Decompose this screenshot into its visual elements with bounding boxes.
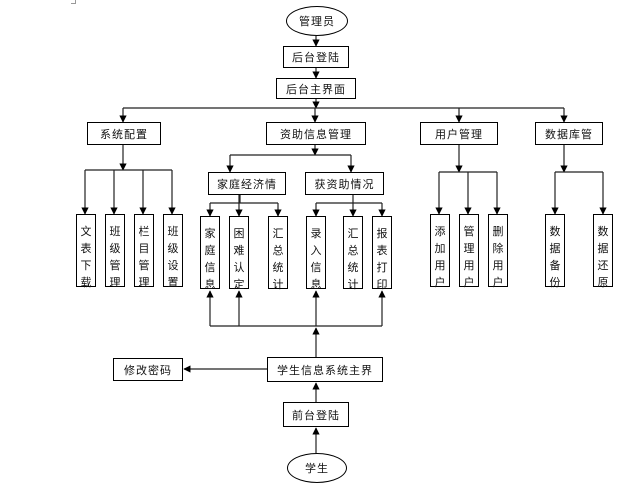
leaf-family-info: 家庭信息 <box>200 216 220 291</box>
leaf-char: 息 <box>204 278 216 291</box>
leaf-char: 管 <box>463 225 475 238</box>
leaf-char: 录 <box>310 227 322 240</box>
system-config-box: 系统配置 <box>87 122 161 145</box>
leaf-char: 除 <box>492 242 504 255</box>
leaf-char: 难 <box>233 244 245 257</box>
leaf-char: 据 <box>549 242 561 255</box>
family-econ-box: 家庭经济情 <box>208 172 286 195</box>
leaf-char: 统 <box>272 261 284 274</box>
leaf-delete-user: 删除用户 <box>488 214 508 289</box>
backend-main-box: 后台主界面 <box>276 78 356 99</box>
leaf-char: 目 <box>138 242 150 255</box>
aid-received-box: 获资助情况 <box>305 172 384 195</box>
leaf-char: 表 <box>80 242 92 255</box>
aid-info-mgmt-box: 资助信息管理 <box>266 122 366 145</box>
leaf-char: 级 <box>167 242 179 255</box>
leaf-char: 表 <box>376 244 388 257</box>
leaf-char: 份 <box>549 276 561 289</box>
leaf-char: 信 <box>310 261 322 274</box>
leaf-char: 班 <box>109 225 121 238</box>
leaf-char: 栏 <box>138 225 150 238</box>
admin-node: 管理员 <box>286 6 348 36</box>
leaf-summary-stats-1: 汇总统计 <box>268 216 288 291</box>
leaf-char: 用 <box>463 259 475 272</box>
leaf-char: 汇 <box>272 227 284 240</box>
leaf-char: 原 <box>597 276 609 289</box>
leaf-char: 置 <box>167 276 179 289</box>
leaf-class-mgmt: 班级管理 <box>105 214 125 289</box>
leaf-char: 设 <box>167 259 179 272</box>
leaf-char: 报 <box>376 227 388 240</box>
student-node: 学生 <box>287 453 347 483</box>
leaf-char: 文 <box>80 225 92 238</box>
leaf-char: 印 <box>376 278 388 291</box>
leaf-char: 级 <box>109 242 121 255</box>
leaf-char: 管 <box>109 259 121 272</box>
leaf-char: 载 <box>80 276 92 289</box>
leaf-char: 添 <box>434 225 446 238</box>
leaf-hardship-identify: 困难认定 <box>229 216 249 291</box>
leaf-char: 困 <box>233 227 245 240</box>
leaf-char: 计 <box>272 278 284 291</box>
leaf-char: 理 <box>138 276 150 289</box>
leaf-char: 数 <box>549 225 561 238</box>
leaf-form-download: 文表下载 <box>76 214 96 289</box>
leaf-char: 息 <box>310 278 322 291</box>
leaf-char: 数 <box>597 225 609 238</box>
leaf-char: 户 <box>434 276 446 289</box>
leaf-char: 班 <box>167 225 179 238</box>
leaf-char: 统 <box>347 261 359 274</box>
leaf-char: 理 <box>109 276 121 289</box>
leaf-char: 定 <box>233 278 245 291</box>
leaf-char: 还 <box>597 259 609 272</box>
leaf-char: 入 <box>310 244 322 257</box>
leaf-char: 计 <box>347 278 359 291</box>
leaf-char: 删 <box>492 225 504 238</box>
backend-login-box: 后台登陆 <box>283 46 349 68</box>
frontend-login-box: 前台登陆 <box>283 402 349 427</box>
leaf-manage-user: 管理用户 <box>459 214 479 289</box>
leaf-char: 用 <box>434 259 446 272</box>
leaf-char: 家 <box>204 227 216 240</box>
leaf-enter-info: 录入信息 <box>306 216 326 291</box>
leaf-char: 备 <box>549 259 561 272</box>
leaf-char: 据 <box>597 242 609 255</box>
leaf-char: 总 <box>347 244 359 257</box>
leaf-char: 信 <box>204 261 216 274</box>
leaf-char: 庭 <box>204 244 216 257</box>
leaf-column-mgmt: 栏目管理 <box>134 214 154 289</box>
leaf-add-user: 添加用户 <box>430 214 450 289</box>
leaf-char: 理 <box>463 242 475 255</box>
leaf-char: 下 <box>80 259 92 272</box>
change-password-box: 修改密码 <box>113 358 183 381</box>
leaf-class-settings: 班级设置 <box>163 214 183 289</box>
user-mgmt-box: 用户管理 <box>420 122 498 145</box>
leaf-char: 管 <box>138 259 150 272</box>
leaf-char: 汇 <box>347 227 359 240</box>
leaf-char: 打 <box>376 261 388 274</box>
leaf-data-restore: 数据还原 <box>593 214 613 289</box>
leaf-char: 用 <box>492 259 504 272</box>
database-mgmt-box: 数据库管 <box>535 122 603 145</box>
leaf-char: 户 <box>463 276 475 289</box>
leaf-char: 加 <box>434 242 446 255</box>
leaf-summary-stats-2: 汇总统计 <box>343 216 363 291</box>
leaf-char: 户 <box>492 276 504 289</box>
leaf-report-print: 报表打印 <box>372 216 392 291</box>
corner-mark <box>71 0 76 4</box>
leaf-char: 总 <box>272 244 284 257</box>
leaf-data-backup: 数据备份 <box>545 214 565 289</box>
leaf-char: 认 <box>233 261 245 274</box>
student-main-box: 学生信息系统主界 <box>267 357 383 382</box>
